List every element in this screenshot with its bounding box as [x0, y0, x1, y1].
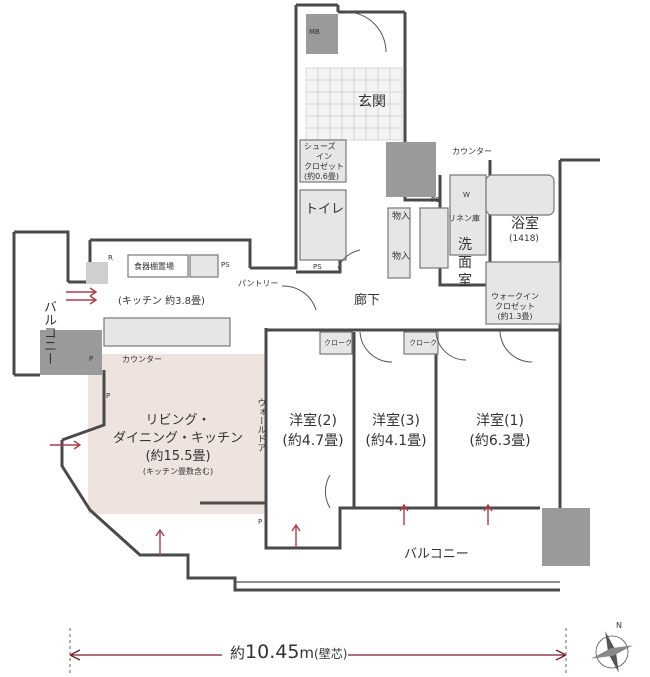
counter-left-label: カウンター	[122, 355, 162, 364]
walkin-label: ウォークインクロゼット(約1.3畳)	[491, 292, 539, 321]
ps-label-3: PS	[221, 261, 230, 269]
fixtures	[103, 139, 561, 355]
room1-label: 洋室(1)(約6.3畳)	[469, 413, 531, 449]
closet-label-2: クローク	[409, 339, 437, 347]
p-label-2: P	[106, 392, 111, 400]
compass-north-label: N	[616, 621, 622, 630]
room3-label: 洋室(3)(約4.1畳)	[365, 413, 427, 449]
bath-label: 浴室	[511, 216, 539, 232]
room2-label: 洋室(2)(約4.7畳)	[282, 413, 344, 449]
shoes-closet-label: シューズインクロゼット(約0.6畳)	[304, 142, 344, 181]
dimension-line	[69, 628, 567, 675]
pantry-label: パントリー	[238, 279, 279, 288]
kitchen-label: (キッチン 約3.8畳)	[118, 296, 205, 307]
genkan-label: 玄関	[358, 94, 386, 110]
ps-label-1: PS	[313, 263, 322, 271]
living-highlight	[88, 354, 266, 514]
r-label: R	[108, 254, 113, 262]
storage-label-2: 物入	[392, 252, 411, 262]
wall-door-label: ウォールドア	[255, 398, 266, 452]
ps-label-2: PS	[431, 196, 440, 204]
counter-top-label: カウンター	[452, 147, 492, 156]
balcony-bottom-label: バルコニー	[404, 547, 469, 562]
linen-label: リネン庫	[448, 214, 480, 223]
dimension-label: 約10.45m(壁芯)	[230, 641, 348, 663]
balcony-left-label: バルコニー	[40, 300, 56, 365]
columns	[40, 14, 590, 566]
w-label: W	[463, 191, 470, 199]
dish-shelf-label: 食器棚置場	[134, 262, 174, 271]
mb-label: MB	[309, 28, 320, 36]
p-label-1: P	[89, 355, 94, 363]
living-label: リビング・ダイニング・キッチン(約15.5畳)(キッチン畳数含む)	[112, 413, 244, 476]
vent-arrows	[50, 287, 493, 555]
toilet-label: トイレ	[305, 202, 345, 217]
storage-label-1: 物入	[392, 212, 411, 222]
senmen-label: 洗面室	[458, 237, 472, 289]
compass-icon	[591, 631, 633, 673]
genkan-floor	[305, 67, 403, 141]
hallway-label: 廊下	[354, 293, 381, 308]
doors	[281, 11, 533, 509]
closet-label-1: クローク	[324, 339, 352, 347]
bath-size-label: (1418)	[509, 234, 539, 244]
p-label-3: P	[258, 518, 263, 526]
